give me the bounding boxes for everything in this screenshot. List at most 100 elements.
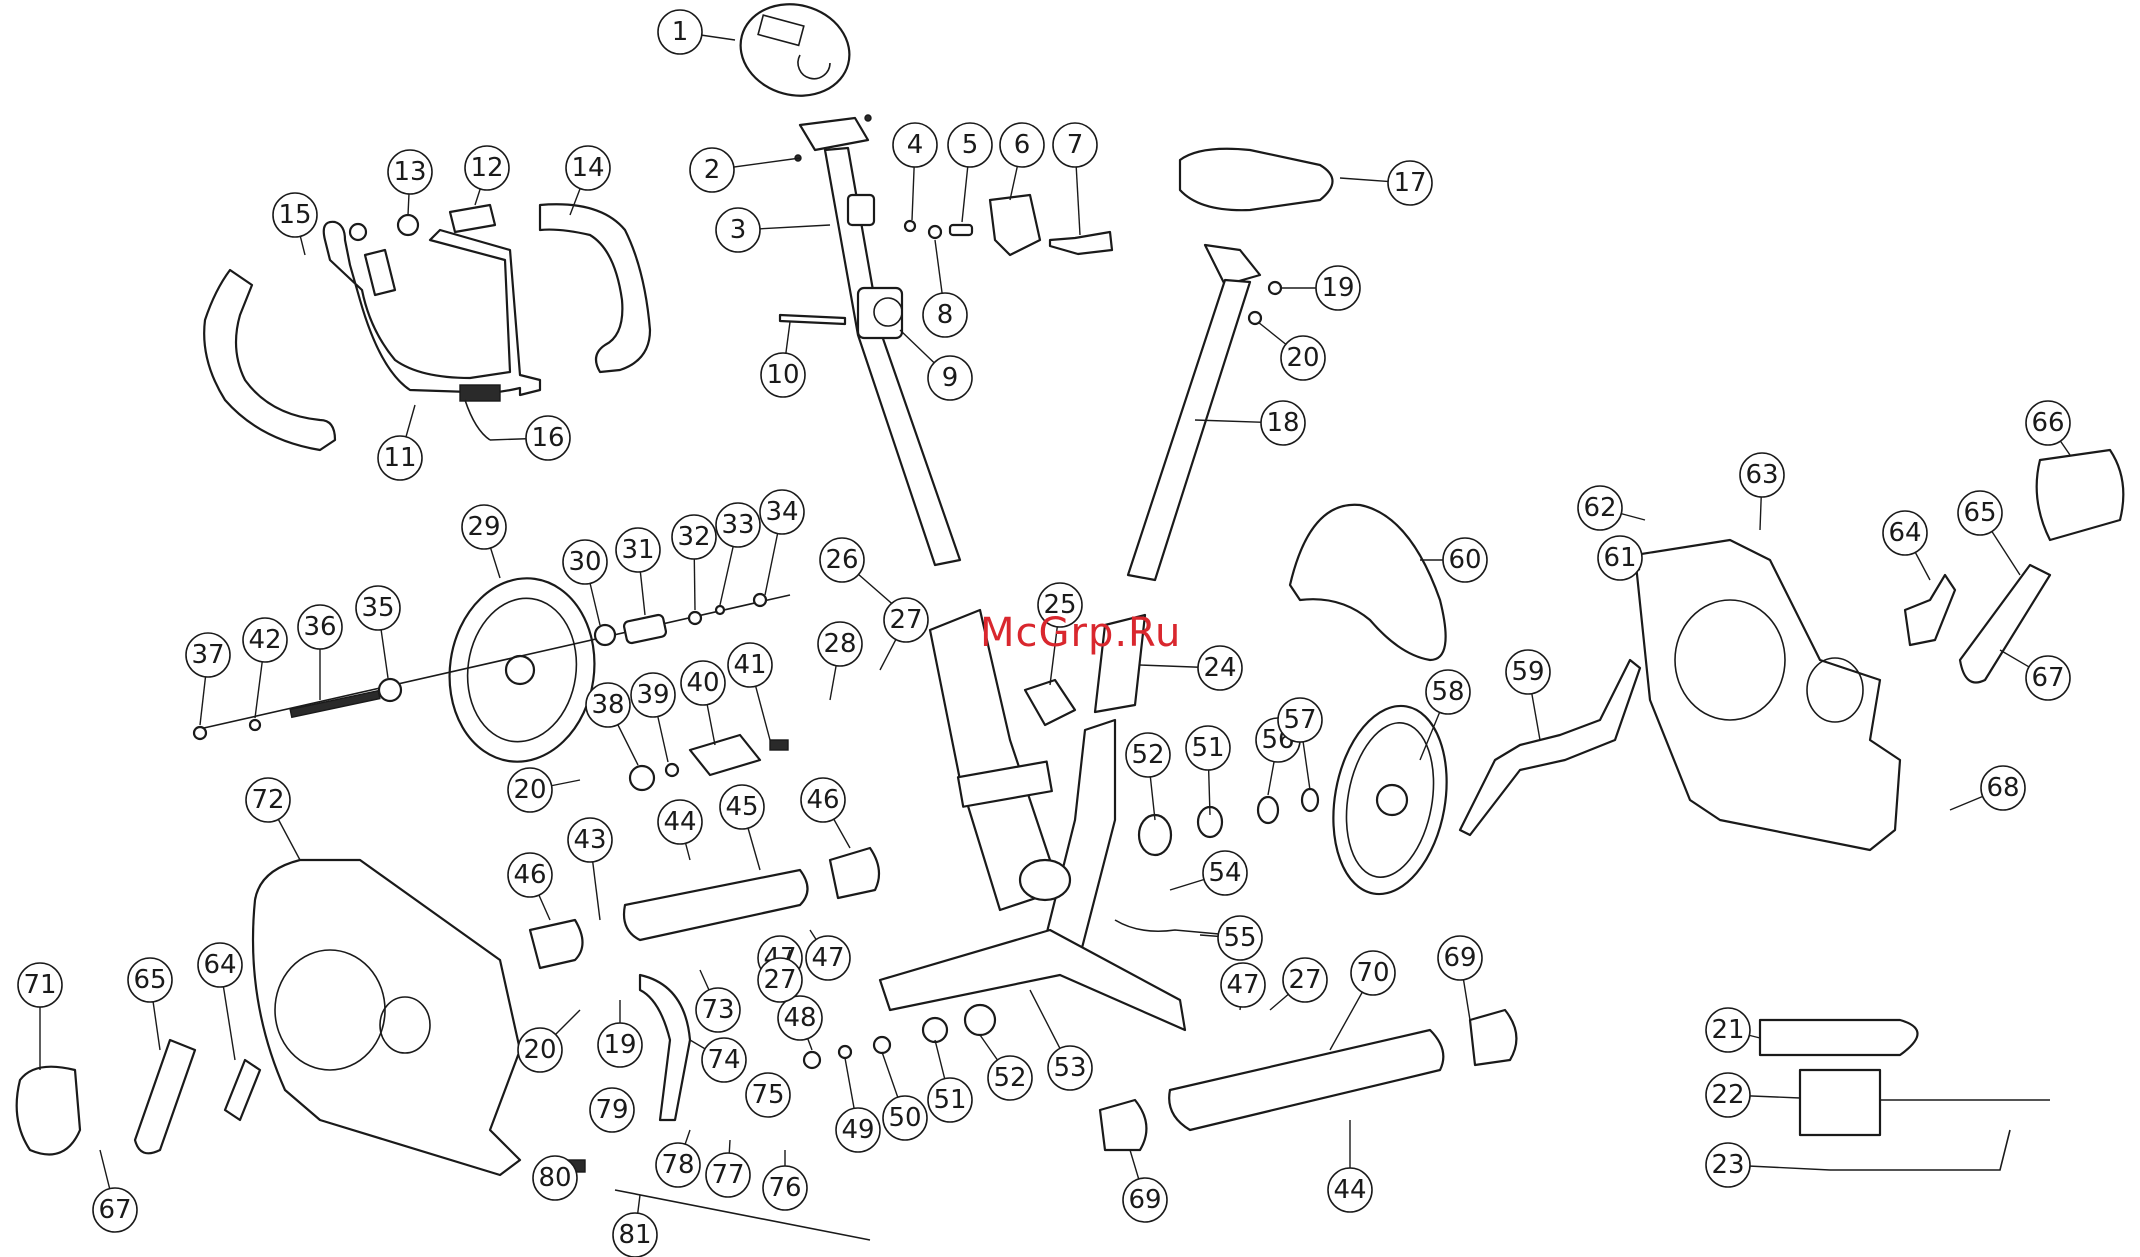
callout-67: 67 [93, 1150, 137, 1232]
callout-number: 59 [1511, 657, 1544, 687]
crank-arm-65-left-part [135, 1040, 195, 1153]
callout-number: 65 [133, 965, 166, 995]
callout-number: 18 [1266, 408, 1299, 438]
callout-number: 45 [725, 792, 758, 822]
callout-number: 1 [672, 17, 689, 47]
callout-number: 29 [467, 512, 500, 542]
callout-18: 18 [1195, 401, 1305, 445]
callout-number: 73 [701, 995, 734, 1025]
left-cover-part [253, 860, 520, 1175]
nut-34-part [754, 594, 766, 606]
callout-5: 5 [948, 123, 992, 222]
callout-number: 37 [191, 640, 224, 670]
callout-13: 13 [388, 150, 432, 215]
bearing-52-part [1139, 815, 1171, 855]
hand-pulse-part [365, 250, 395, 295]
callout-number: 44 [1333, 1175, 1366, 1205]
cap-64-right-part [1905, 575, 1955, 645]
callout-number: 42 [248, 625, 281, 655]
callout-number: 14 [571, 153, 604, 183]
callout-28: 28 [818, 622, 862, 700]
washer-39-part [666, 764, 678, 776]
callout-10: 10 [761, 322, 805, 397]
callout-42: 42 [243, 618, 287, 718]
callout-50: 50 [882, 1052, 927, 1140]
callout-number: 44 [663, 807, 696, 837]
bracket-40-part [690, 735, 760, 775]
callout-number: 79 [595, 1095, 628, 1125]
callout-number: 27 [763, 965, 796, 995]
knob-7-part [1050, 232, 1112, 254]
callout-number: 40 [686, 668, 719, 698]
callout-number: 5 [962, 130, 979, 160]
callout-number: 49 [841, 1115, 874, 1145]
washer-32-part [689, 612, 701, 624]
grip-right-part [540, 204, 650, 372]
callout-53: 53 [1030, 990, 1092, 1090]
callout-69: 69 [1123, 1150, 1167, 1222]
callout-36: 36 [298, 605, 342, 700]
callout-20: 20 [1258, 322, 1325, 380]
wrench-21-part [1760, 1020, 1918, 1055]
callout-33: 33 [716, 503, 760, 605]
callout-number: 7 [1067, 130, 1084, 160]
callout-number: 78 [661, 1150, 694, 1180]
bearing-51b-part [923, 1018, 947, 1042]
callout-12: 12 [465, 146, 509, 205]
washer-49-part [839, 1046, 851, 1058]
callout-number: 26 [825, 545, 858, 575]
callout-44: 44 [1328, 1120, 1372, 1212]
callout-number: 33 [721, 510, 754, 540]
callout-number: 32 [677, 522, 710, 552]
foot-46-right-part [830, 848, 879, 898]
callout-number: 9 [942, 363, 959, 393]
callout-number: 17 [1393, 168, 1426, 198]
callout-40: 40 [681, 661, 725, 745]
washer-50-part [874, 1037, 890, 1053]
callout-number: 46 [513, 860, 546, 890]
callout-23: 23 [1706, 1143, 1830, 1187]
bushing-5-part [950, 225, 972, 235]
callout-number: 15 [278, 200, 311, 230]
callout-67: 67 [2000, 650, 2070, 700]
callout-number: 19 [603, 1030, 636, 1060]
watermark: McGrp.Ru [980, 610, 1181, 656]
callout-number: 51 [933, 1085, 966, 1115]
pedal-left-part [17, 1067, 80, 1155]
callout-19: 19 [598, 1000, 642, 1067]
callout-number: 72 [251, 785, 284, 815]
callout-21: 21 [1706, 1008, 1760, 1052]
callout-79: 79 [590, 1088, 634, 1132]
nut-19-part [1269, 282, 1281, 294]
callout-number: 47 [1226, 970, 1259, 1000]
callout-number: 50 [888, 1103, 921, 1133]
callout-number: 52 [1131, 740, 1164, 770]
callout-39: 39 [631, 673, 675, 762]
bearing-56-part [1258, 797, 1278, 823]
foot-69-right-part [1470, 1010, 1516, 1065]
callout-number: 23 [1711, 1150, 1744, 1180]
wire-55-part [1115, 920, 1230, 935]
callout-number: 75 [751, 1080, 784, 1110]
callout-number: 30 [568, 547, 601, 577]
callout-number: 10 [766, 360, 799, 390]
callout-38: 38 [586, 683, 638, 765]
callout-49: 49 [836, 1058, 880, 1152]
callout-number: 28 [823, 629, 856, 659]
callout-66: 66 [2026, 401, 2070, 455]
callout-number: 74 [707, 1045, 740, 1075]
callout-52: 52 [980, 1035, 1032, 1100]
callout-51: 51 [928, 1040, 972, 1122]
callout-70: 70 [1330, 951, 1395, 1050]
washer-42-part [250, 720, 260, 730]
callout-number: 67 [2031, 663, 2064, 693]
callout-number: 24 [1203, 653, 1236, 683]
washer-4-part [905, 221, 915, 231]
callout-69: 69 [1438, 936, 1482, 1020]
callout-number: 20 [513, 775, 546, 805]
callout-number: 39 [636, 680, 669, 710]
right-cover-part [1635, 540, 1900, 850]
callout-46: 46 [801, 778, 850, 848]
callout-number: 3 [730, 215, 747, 245]
callout-44: 44 [658, 800, 702, 860]
